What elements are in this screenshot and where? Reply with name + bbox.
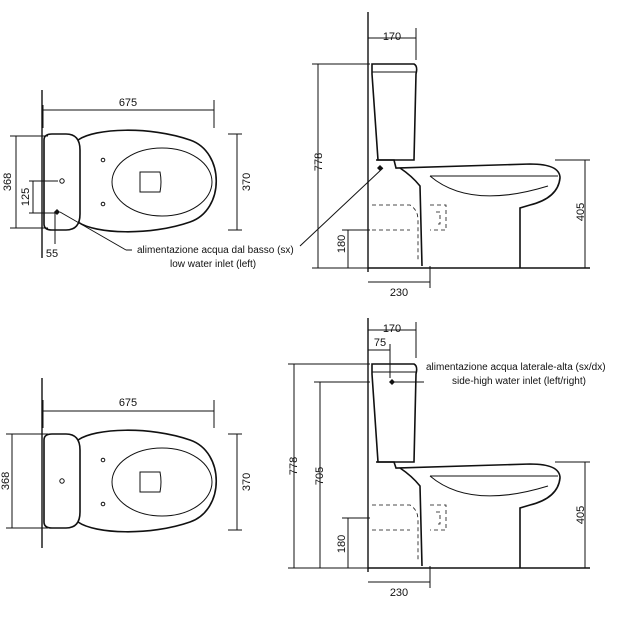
bottom-side-view: 170 75 778 705 180 230: [288, 318, 590, 599]
top-callout: alimentazione acqua dal basso (sx) low w…: [59, 167, 384, 270]
bottom-side-tank-depth-label: 170: [383, 323, 401, 335]
bottom-callout-english: side-high water inlet (left/right): [452, 376, 586, 387]
top-plan-view: 675 368 125 55 370: [2, 90, 253, 260]
top-plan-offset-vertical-label: 125: [20, 188, 32, 206]
top-side-outlet-depth-label: 230: [390, 287, 408, 299]
bottom-callout: alimentazione acqua laterale-alta (sx/dx…: [394, 362, 606, 387]
top-side-total-height-label: 778: [313, 153, 325, 171]
top-plan-offset-horizontal-label: 55: [46, 248, 58, 260]
bottom-plan-height-right-label: 370: [241, 473, 253, 491]
bottom-side-inlet-height-label: 180: [336, 535, 348, 553]
top-side-inlet-height-label: 180: [336, 235, 348, 253]
bottom-callout-italian: alimentazione acqua laterale-alta (sx/dx…: [426, 362, 606, 373]
bottom-side-bowl-height-label: 405: [575, 506, 587, 524]
top-side-view: 170 778 180 230 405: [312, 12, 590, 299]
top-plan-width-label: 675: [119, 97, 137, 109]
top-plan-height-right-label: 370: [241, 173, 253, 191]
bottom-side-inlet-offset-label: 75: [374, 337, 386, 349]
top-plan-height-left-label: 368: [2, 173, 14, 191]
bottom-side-outlet-depth-label: 230: [390, 587, 408, 599]
bottom-plan-height-left-label: 368: [0, 472, 12, 490]
top-side-bowl-height-label: 405: [575, 203, 587, 221]
top-side-tank-depth-label: 170: [383, 31, 401, 43]
bottom-side-inlet-height-side-label: 705: [314, 467, 326, 485]
bottom-plan-width-label: 675: [119, 397, 137, 409]
top-callout-italian: alimentazione acqua dal basso (sx): [137, 245, 294, 256]
bottom-plan-view: 675 368 370: [0, 378, 253, 548]
bottom-side-total-height-label: 778: [288, 457, 300, 475]
top-callout-english: low water inlet (left): [170, 259, 256, 270]
